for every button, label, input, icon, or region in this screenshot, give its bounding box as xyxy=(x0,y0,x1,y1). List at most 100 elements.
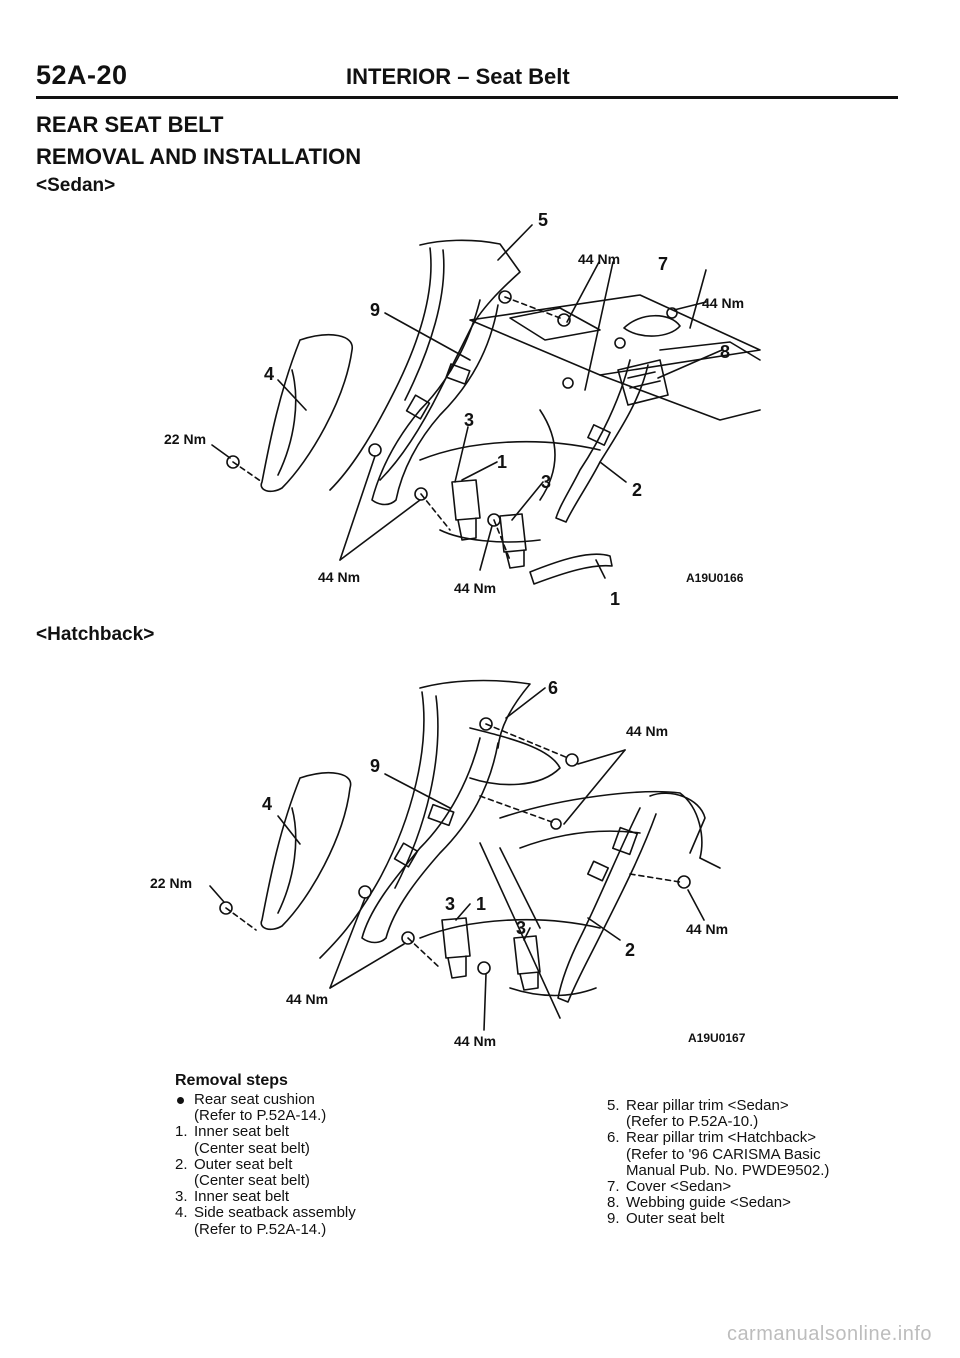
callout-4: 4 xyxy=(262,794,272,814)
callout-7: 7 xyxy=(658,254,668,274)
step-number: 4. xyxy=(175,1204,188,1222)
callout-4: 4 xyxy=(264,364,274,384)
step-text: (Refer to P.52A-14.) xyxy=(194,1220,327,1238)
bolt-icon xyxy=(498,290,512,304)
callout-3b: 3 xyxy=(516,918,526,938)
removal-steps-left: Rear seat cushion(Refer to P.52A-14.)1.I… xyxy=(175,1091,505,1238)
page-subtitle: REMOVAL AND INSTALLATION xyxy=(36,144,362,169)
removal-step: 2. Outer seat belt(Center seat belt) xyxy=(175,1155,505,1190)
sedan-diagram: 5 7 8 9 4 3 1 3 2 1 44 Nm 44 Nm 22 Nm 44… xyxy=(0,200,960,610)
step-text: (Refer to '96 CARISMA Basic xyxy=(626,1145,821,1163)
hatchback-diagram: 6 9 4 3 1 3 2 44 Nm 44 Nm 22 Nm 44 Nm 44… xyxy=(0,668,960,1068)
bolt-icon xyxy=(219,901,233,915)
step-text: Inner seat belt xyxy=(194,1188,290,1206)
bolt-icon xyxy=(565,753,579,767)
removal-step: 1.Inner seat belt(Center seat belt) xyxy=(175,1123,505,1157)
side-seatback xyxy=(260,772,352,931)
callout-9: 9 xyxy=(370,756,380,776)
torque-label: 22 Nm xyxy=(150,875,192,891)
torque-label: 44 Nm xyxy=(454,580,496,596)
bolt-icon xyxy=(414,487,428,501)
figure-id: A19U0166 xyxy=(686,571,744,585)
side-seatback xyxy=(260,334,353,493)
step-number: 7. xyxy=(607,1178,620,1196)
callout-2: 2 xyxy=(632,480,642,500)
removal-step: 8. Webbing guide <Sedan> xyxy=(607,1195,907,1211)
bolt-icon xyxy=(226,455,240,469)
step-text: (Refer to P.52A-10.) xyxy=(626,1113,759,1131)
anchor-bracket xyxy=(529,553,613,585)
buckle-1 xyxy=(441,917,471,959)
buckle-1 xyxy=(451,479,481,521)
step-number: 6. xyxy=(607,1129,620,1147)
sedan-label: <Sedan> xyxy=(36,175,116,196)
removal-step: 7. Cover <Sedan> xyxy=(607,1178,907,1196)
step-text: Webbing guide <Sedan> xyxy=(626,1194,791,1212)
step-number: 1. xyxy=(175,1123,188,1141)
bolt-icon xyxy=(614,337,626,349)
outer-belt-9 xyxy=(361,737,499,944)
center-belt-2 xyxy=(557,807,657,1003)
removal-steps-right: 5. Rear pillar trim <Sedan>(Refer to P.52… xyxy=(607,1097,907,1228)
callout-1b: 1 xyxy=(610,589,620,609)
removal-step: 5. Rear pillar trim <Sedan>(Refer to P.52… xyxy=(607,1097,907,1131)
figure-id: A19U0167 xyxy=(688,1031,746,1045)
section-title: INTERIOR – Seat Belt xyxy=(346,64,570,89)
buckle-3 xyxy=(513,935,541,975)
page-number: 52A-20 xyxy=(36,60,128,90)
torque-label: 44 Nm xyxy=(686,921,728,937)
step-text: Outer seat belt xyxy=(626,1210,725,1228)
torque-label: 44 Nm xyxy=(626,723,668,739)
callout-3a: 3 xyxy=(464,410,474,430)
bolt-icon xyxy=(479,717,493,731)
step-text: Cover <Sedan> xyxy=(626,1178,732,1196)
hatchback-label: <Hatchback> xyxy=(36,624,155,645)
step-text: Outer seat belt xyxy=(194,1155,293,1173)
removal-steps-title: Removal steps xyxy=(175,1072,288,1089)
step-text: Inner seat belt xyxy=(194,1123,290,1141)
step-text: Side seatback assembly xyxy=(194,1204,356,1222)
step-text: (Refer to P.52A-14.) xyxy=(194,1107,327,1125)
removal-step: 6. Rear pillar trim <Hatchback>(Refer to … xyxy=(607,1130,907,1179)
callout-5: 5 xyxy=(538,210,548,230)
bolt-icon xyxy=(477,961,491,975)
cover-7 xyxy=(623,315,681,337)
step-number: 8. xyxy=(607,1194,620,1212)
bolt-icon xyxy=(550,818,562,830)
callout-3b: 3 xyxy=(541,472,551,492)
bolt-icon xyxy=(562,377,574,389)
removal-step: Rear seat cushion(Refer to P.52A-14.) xyxy=(175,1091,505,1125)
outer-belt-9 xyxy=(371,299,499,506)
callout-2: 2 xyxy=(625,940,635,960)
bolt-icon xyxy=(358,885,372,899)
removal-step: 9. Outer seat belt xyxy=(607,1211,907,1227)
callout-1: 1 xyxy=(476,894,486,914)
step-text: Rear seat cushion xyxy=(194,1091,315,1108)
bolt-icon xyxy=(666,307,678,319)
page-title: REAR SEAT BELT xyxy=(36,112,224,137)
callout-1a: 1 xyxy=(497,452,507,472)
step-text: Rear pillar trim <Sedan> xyxy=(626,1097,789,1114)
bolt-icon xyxy=(557,313,571,327)
bolt-icon xyxy=(487,513,501,527)
step-number: 2. xyxy=(175,1155,188,1173)
step-number: 5. xyxy=(607,1097,620,1114)
callout-6: 6 xyxy=(548,678,558,698)
bolt-icon xyxy=(368,443,382,457)
bullet-icon xyxy=(175,1092,184,1108)
rear-pillar-outline xyxy=(379,239,521,481)
step-text: (Center seat belt) xyxy=(194,1172,310,1190)
torque-label: 44 Nm xyxy=(318,569,360,585)
step-number: 9. xyxy=(607,1210,620,1228)
bolt-icon xyxy=(401,931,415,945)
torque-label: 22 Nm xyxy=(164,431,206,447)
step-text: Manual Pub. No. PWDE9502.) xyxy=(626,1161,830,1179)
torque-label: 44 Nm xyxy=(286,991,328,1007)
rear-pillar-outline xyxy=(419,679,531,749)
callout-8: 8 xyxy=(720,342,730,362)
torque-label: 44 Nm xyxy=(702,295,744,311)
torque-label: 44 Nm xyxy=(454,1033,496,1049)
step-text: Rear pillar trim <Hatchback> xyxy=(626,1129,817,1147)
watermark: carmanualsonline.info xyxy=(726,1323,932,1345)
header-rule xyxy=(36,96,898,99)
